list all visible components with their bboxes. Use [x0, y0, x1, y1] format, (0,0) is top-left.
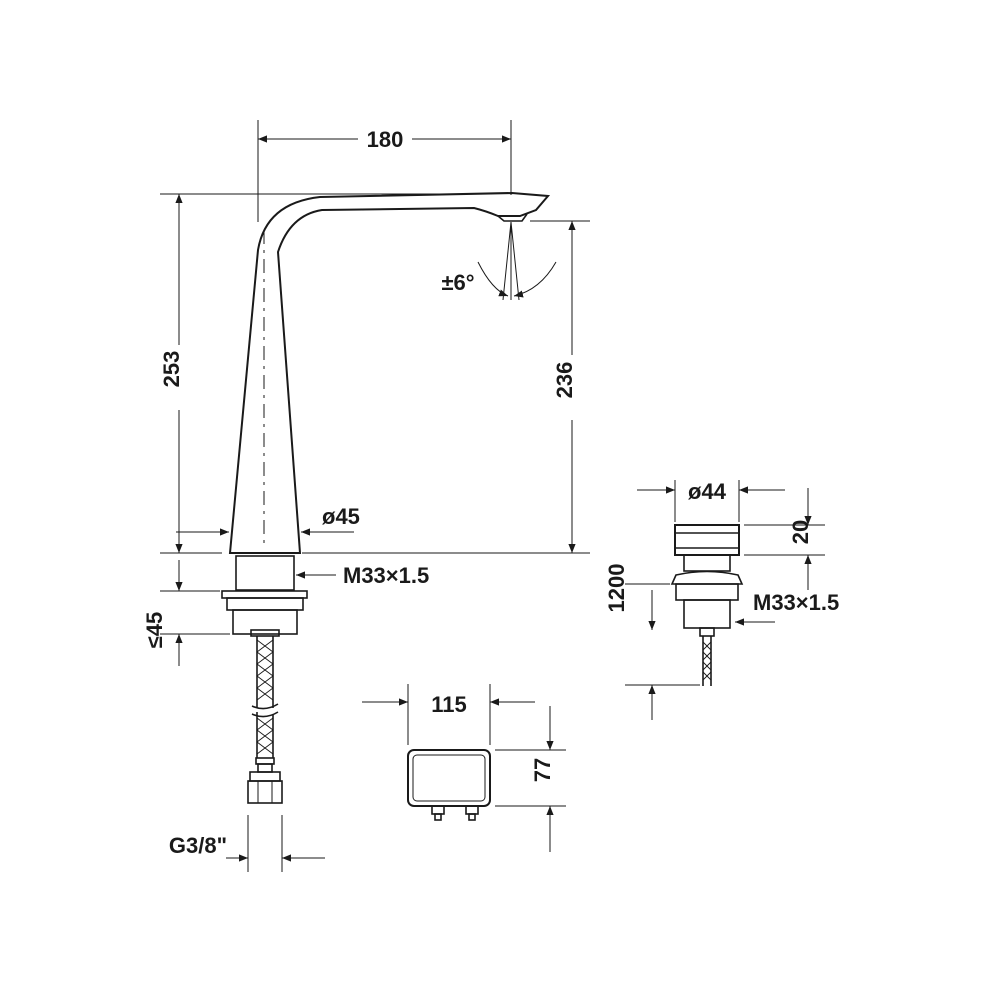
tilt-angle-label: ±6°: [441, 270, 474, 295]
dim-tilt-angle: ±6°: [441, 221, 557, 301]
dim-sensor-diameter: ø44: [637, 479, 785, 522]
max-deck-label: ≤45: [142, 612, 167, 649]
dim-total-height: 253: [159, 193, 450, 554]
dim-max-deck: ≤45: [142, 560, 230, 666]
sensor-unit: [670, 524, 744, 686]
faucet-body: [228, 191, 551, 554]
dim-spout-reach: 180: [257, 120, 512, 222]
base-diameter-label: ø45: [322, 504, 360, 529]
dim-cable-length: 1200: [604, 564, 700, 720]
faucet-base: [221, 555, 308, 637]
base-thread-label: M33×1.5: [343, 563, 429, 588]
spout-reach-label: 180: [367, 127, 404, 152]
hose-connection-label: G3/8": [169, 833, 227, 858]
total-height-label: 253: [159, 351, 184, 388]
sensor-diameter-label: ø44: [688, 479, 727, 504]
control-box: [407, 749, 491, 821]
dim-control-box-height: 77: [495, 706, 566, 852]
dim-base-diameter: ø45: [176, 504, 360, 536]
dim-base-thread: M33×1.5: [296, 563, 429, 588]
spout-height-label: 236: [552, 362, 577, 399]
control-box-height-label: 77: [530, 758, 555, 782]
dim-hose-connection: G3/8": [169, 815, 325, 872]
dim-sensor-height: 20: [744, 488, 825, 590]
dim-sensor-thread: M33×1.5: [735, 590, 839, 626]
sensor-thread-label: M33×1.5: [753, 590, 839, 615]
cable-length-label: 1200: [604, 564, 629, 613]
control-box-width-label: 115: [431, 692, 467, 717]
dim-spout-height: 236: [302, 220, 590, 554]
flex-hose: [247, 636, 283, 804]
dim-control-box-width: 115: [362, 684, 535, 745]
sensor-height-label: 20: [788, 520, 813, 544]
